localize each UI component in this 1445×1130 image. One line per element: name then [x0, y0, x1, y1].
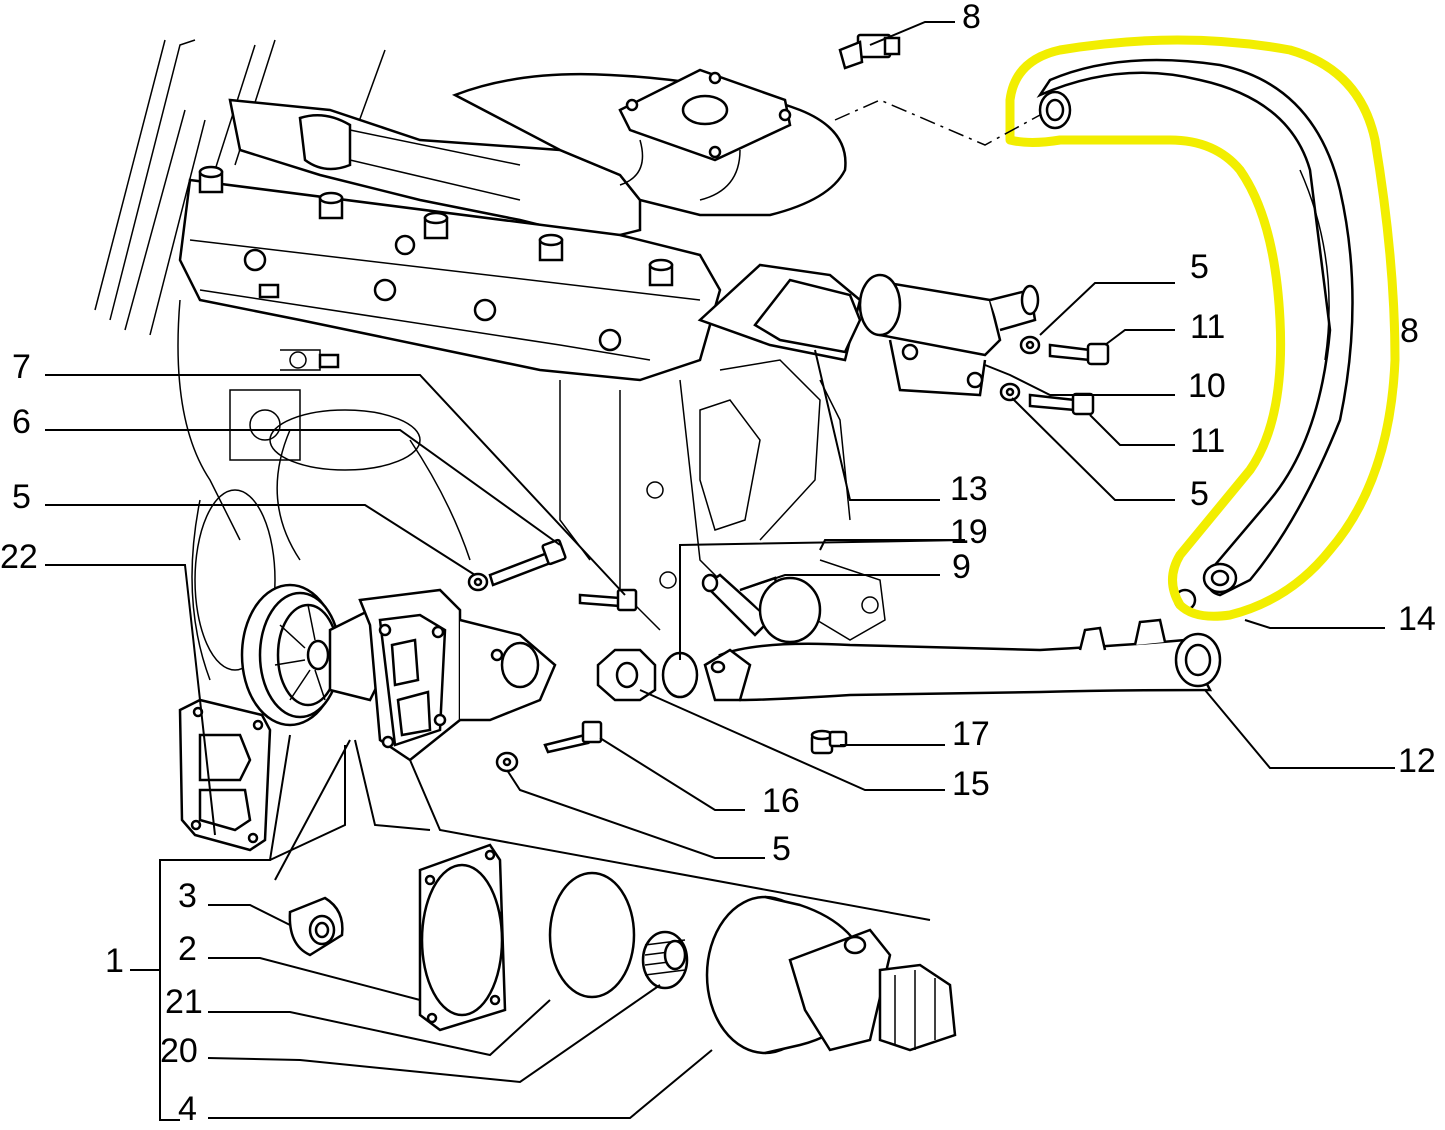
label-5-b: 5 — [1190, 475, 1209, 513]
coolant-sensor — [701, 573, 822, 644]
label-5-c: 5 — [772, 830, 791, 868]
label-13: 13 — [950, 470, 988, 508]
label-15: 15 — [952, 765, 990, 803]
label-12: 12 — [1398, 742, 1436, 780]
upper-radiator-hose — [1036, 58, 1354, 612]
label-22: 22 — [0, 538, 38, 576]
o-ring-21 — [548, 871, 636, 999]
label-2: 2 — [178, 930, 197, 968]
leader-lines — [45, 21, 1395, 1121]
label-5-a: 5 — [1190, 248, 1209, 286]
label-21: 21 — [165, 983, 203, 1021]
label-11-b: 11 — [1190, 422, 1225, 460]
label-14: 14 — [1398, 600, 1436, 638]
label-3: 3 — [178, 877, 197, 915]
coolant-pipe — [703, 618, 1222, 702]
seal-20 — [641, 930, 689, 990]
label-10: 10 — [1188, 367, 1226, 405]
label-17: 17 — [952, 715, 990, 753]
label-11-a: 11 — [1190, 308, 1225, 346]
label-20: 20 — [160, 1032, 198, 1070]
label-8-side: 8 — [1400, 312, 1419, 350]
temperature-sender — [838, 33, 901, 70]
flange-gasket — [596, 648, 657, 702]
pump-impeller-4 — [705, 895, 957, 1055]
label-6: 6 — [12, 403, 31, 441]
label-1: 1 — [105, 942, 124, 980]
washers-and-bolts-right — [999, 335, 1110, 416]
drain-plug — [810, 729, 848, 755]
label-5-d: 5 — [12, 478, 31, 516]
water-pump — [240, 583, 557, 762]
hose-highlight-outline — [1005, 35, 1400, 621]
label-9: 9 — [952, 548, 971, 586]
label-19: 19 — [950, 513, 988, 551]
thermostat-housing — [697, 263, 1040, 397]
label-4: 4 — [178, 1090, 197, 1128]
bearing-3 — [288, 896, 344, 957]
label-16: 16 — [762, 782, 800, 820]
pump-bolts — [467, 538, 638, 773]
label-8-top: 8 — [962, 0, 981, 36]
gasket-2 — [418, 843, 507, 1032]
label-7: 7 — [12, 348, 31, 386]
pump-gasket — [178, 698, 272, 852]
head-bolts — [198, 165, 674, 369]
engine-block — [94, 39, 886, 681]
